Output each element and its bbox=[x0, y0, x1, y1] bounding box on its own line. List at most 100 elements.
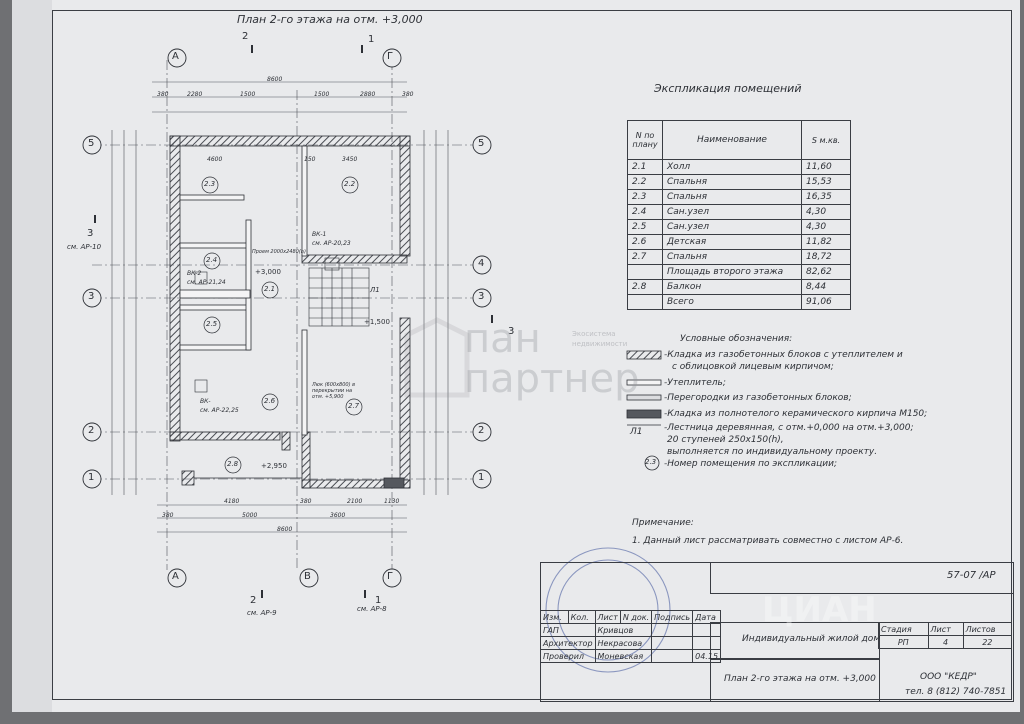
dim-top-7: 4600 bbox=[207, 156, 223, 163]
expl-name: Спальня bbox=[662, 174, 802, 190]
stage-value: РП bbox=[878, 635, 929, 649]
section-2-bottom-ref: см. АР-9 bbox=[247, 609, 277, 617]
note-text: 1. Данный лист рассматривать совместно с… bbox=[632, 536, 904, 546]
stage-header: Лист bbox=[927, 622, 964, 636]
expl-area: 82,62 bbox=[801, 264, 851, 280]
dim-top-total: 8600 bbox=[267, 76, 283, 83]
explication-title: Экспликация помещений bbox=[654, 82, 802, 95]
expl-area: 16,35 bbox=[801, 189, 851, 205]
vk3-ref: см. АР-22,25 bbox=[200, 407, 239, 414]
section-2-bottom: 2 bbox=[250, 595, 257, 606]
legend-room-mark: 2.3 bbox=[645, 458, 657, 466]
room-label-2-5: 2.5 bbox=[206, 320, 218, 328]
company-phone: тел. 8 (812) 740-7851 bbox=[905, 687, 1007, 697]
axis-label-3-left: 3 bbox=[88, 291, 95, 302]
sheet-title: План 2-го этажа на отм. +3,000 bbox=[724, 674, 876, 684]
expl-num: 2.5 bbox=[627, 219, 663, 235]
axis-label-1-left: 1 bbox=[88, 472, 95, 483]
sig-role: Проверил bbox=[540, 649, 596, 663]
legend-stair-mark: Л1 bbox=[630, 427, 643, 437]
sig-col-header: N док. bbox=[619, 610, 653, 624]
axis-label-1-right: 1 bbox=[478, 472, 485, 483]
table-row: Архитектор Некрасова bbox=[540, 636, 722, 650]
expl-num: 2.8 bbox=[627, 279, 663, 295]
axis-label-g-top: Г bbox=[387, 51, 394, 62]
axis-label-v-bottom: В bbox=[304, 571, 311, 582]
expl-num bbox=[627, 294, 663, 310]
dim-top-8: 150 bbox=[304, 156, 316, 163]
sig-date: 04.15 bbox=[692, 649, 722, 663]
watermark-line1: пан bbox=[464, 316, 541, 362]
opening-label: Проем 2000х2480(h) bbox=[252, 249, 306, 255]
section-1-top: 1 bbox=[368, 34, 375, 45]
legend-item: выполняется по индивидуальному проекту. bbox=[667, 447, 878, 457]
level-1500: +1,500 bbox=[364, 318, 390, 326]
axis-label-5-right: 5 bbox=[478, 138, 485, 149]
section-1-bottom: 1 bbox=[375, 595, 382, 606]
axis-label-5-left: 5 bbox=[88, 138, 95, 149]
expl-name: Сан.узел bbox=[662, 219, 802, 235]
legend-item: -Кладка из полнотелого керамического кир… bbox=[664, 409, 928, 419]
expl-name: Всего bbox=[662, 294, 802, 310]
section-3-right: 3 bbox=[508, 326, 515, 337]
dim-bottom-4: 2100 bbox=[347, 498, 363, 505]
stage-header: Стадия bbox=[878, 622, 929, 636]
vk2-ref: см. АР-21,24 bbox=[187, 279, 226, 286]
drawing-code: 57-07 /АР bbox=[947, 570, 996, 581]
stair-label: Л1 bbox=[370, 286, 380, 294]
axis-label-2-right: 2 bbox=[478, 425, 485, 436]
dim-top-6: 380 bbox=[402, 91, 414, 98]
legend-item: -Перегородки из газобетонных блоков; bbox=[664, 393, 852, 403]
stage-header: Листов bbox=[962, 622, 1013, 636]
sig-col-header: Кол. bbox=[567, 610, 596, 624]
room-label-2-2: 2.2 bbox=[344, 180, 356, 188]
hatch-label: Люк (600х800) в перекрытии на отм. +5,90… bbox=[312, 382, 356, 400]
axis-label-2-left: 2 bbox=[88, 425, 95, 436]
dim-top-3: 1500 bbox=[314, 91, 330, 98]
title-block-sheet-title-cell bbox=[710, 658, 880, 702]
expl-area: 18,72 bbox=[801, 249, 851, 265]
legend-item: -Лестница деревянная, с отм.+0,000 на от… bbox=[664, 423, 914, 433]
expl-name: Спальня bbox=[662, 249, 802, 265]
floor-plan bbox=[82, 45, 671, 673]
dim-top-5: 380 bbox=[157, 91, 169, 98]
axis-label-4-right: 4 bbox=[478, 258, 485, 269]
sig-col-header: Лист bbox=[594, 610, 621, 624]
dim-bottom-5: 1130 bbox=[384, 498, 400, 505]
expl-num: 2.3 bbox=[627, 189, 663, 205]
expl-name: Сан.узел bbox=[662, 204, 802, 220]
stage-value: 22 bbox=[962, 635, 1013, 649]
expl-num: 2.1 bbox=[627, 159, 663, 175]
dim-bottom-6: 5000 bbox=[242, 512, 258, 519]
legend-title: Условные обозначения: bbox=[680, 334, 793, 344]
dim-top-2: 1500 bbox=[240, 91, 256, 98]
expl-area: 91,06 bbox=[801, 294, 851, 310]
sig-name: Некрасова bbox=[594, 636, 653, 650]
sig-col-header: Изм. bbox=[540, 610, 569, 624]
vk1-ref: см. АР-20,23 bbox=[312, 240, 351, 247]
axis-label-3-right: 3 bbox=[478, 291, 485, 302]
dim-top-4: 2880 bbox=[360, 91, 376, 98]
sheet-binding-edge bbox=[12, 0, 52, 712]
expl-area: 11,82 bbox=[801, 234, 851, 250]
expl-name: Детская bbox=[662, 234, 802, 250]
section-2-top: 2 bbox=[242, 31, 249, 42]
expl-name: Холл bbox=[662, 159, 802, 175]
dim-top-9: 3450 bbox=[342, 156, 358, 163]
expl-header-area: S м.кв. bbox=[801, 120, 851, 160]
dim-bottom-total: 8600 bbox=[277, 526, 293, 533]
table-row: Проверил Моневская 04.15 bbox=[540, 649, 722, 663]
corner-watermark: ЦИАН bbox=[762, 590, 877, 630]
room-label-2-7: 2.7 bbox=[348, 402, 360, 410]
room-label-2-6: 2.6 bbox=[264, 397, 276, 405]
sig-name: Моневская bbox=[594, 649, 653, 663]
expl-num: 2.2 bbox=[627, 174, 663, 190]
section-1-bottom-ref: см. АР-8 bbox=[357, 605, 387, 613]
expl-num: 2.4 bbox=[627, 204, 663, 220]
room-label-2-3: 2.3 bbox=[204, 180, 216, 188]
